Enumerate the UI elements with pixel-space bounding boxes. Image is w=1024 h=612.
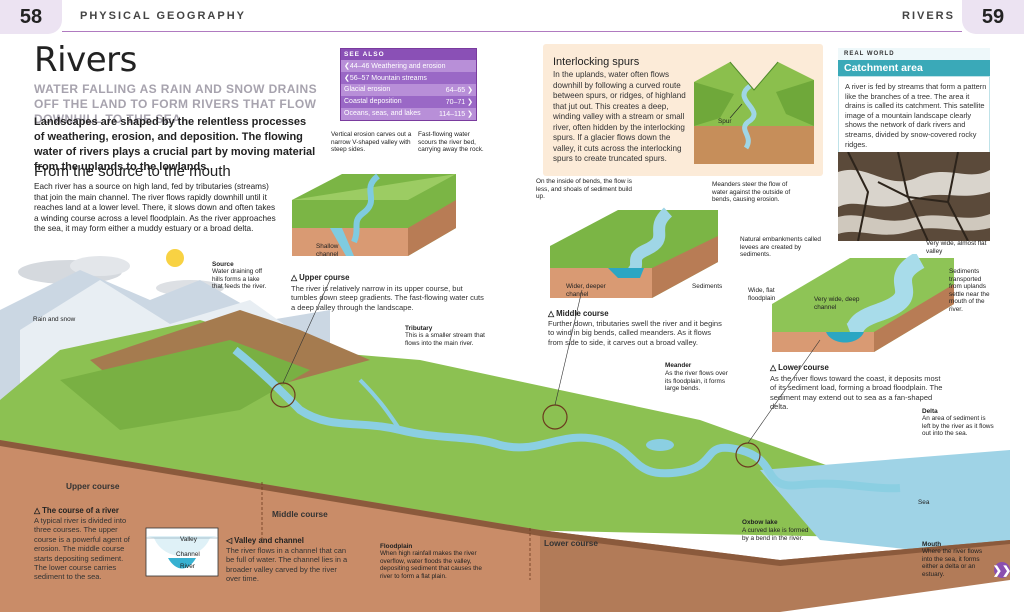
label-delta-text: An area of sediment is left by the river… — [922, 415, 994, 438]
spur-label: Spur — [718, 118, 732, 125]
middle-course-caption-heading: △ Middle course — [548, 309, 609, 318]
see-also-label: Glacial erosion — [344, 86, 391, 93]
label-meander-heading: Meander — [665, 362, 692, 369]
source-body: Each river has a source on high land, fe… — [34, 182, 276, 234]
label-wider-deeper: Wider, deeper channel — [566, 283, 606, 298]
next-page-icon[interactable]: ❯❯ — [993, 562, 1011, 578]
label-delta-heading: Delta — [922, 408, 938, 415]
label-tributary-text: This is a smaller stream that flows into… — [405, 332, 485, 347]
label-oxbow-text: A curved lake is formed by a bend in the… — [742, 527, 809, 542]
valley-caption: The river flows in a channel that can be… — [226, 546, 348, 584]
label-tributary-heading: Tributary — [405, 325, 433, 332]
left-section-title: PHYSICAL GEOGRAPHY — [80, 10, 246, 22]
upper-course-diagram — [292, 173, 456, 256]
spurs-heading: Interlocking spurs — [553, 56, 640, 68]
see-also-item[interactable]: Oceans, seas, and lakes 114–115 ❯ — [341, 108, 476, 120]
spurs-diagram — [694, 61, 814, 164]
label-rain-snow: Rain and snow — [33, 316, 76, 323]
course-caption: A typical river is divided into three co… — [34, 516, 130, 582]
label-sediments-transported: Sediments transported from uplands settl… — [949, 268, 990, 313]
middle-course-diagram — [550, 207, 718, 298]
see-also-heading: SEE ALSO — [341, 49, 476, 60]
upper-course-caption: The river is relatively narrow in its up… — [291, 284, 484, 312]
lower-course-caption: As the river flows toward the coast, it … — [770, 374, 943, 412]
label-river: River — [180, 563, 195, 570]
label-meanders-steer: Meanders steer the flow of water against… — [712, 181, 791, 204]
page-title: Rivers — [34, 40, 137, 80]
see-also-item[interactable]: ❮56–57 Mountain streams — [341, 72, 476, 84]
see-also-item[interactable]: Coastal deposition 70–71 ❯ — [341, 96, 476, 108]
see-also-label: Coastal deposition — [344, 98, 402, 105]
see-also-item[interactable]: ❮44–46 Weathering and erosion — [341, 60, 476, 72]
label-sea: Sea — [918, 499, 930, 506]
middle-course-caption: Further down, tributaries swell the rive… — [548, 319, 722, 347]
label-sediments: Sediments — [692, 283, 723, 290]
label-mouth-text: Where the river flows into the sea, it f… — [922, 548, 983, 578]
valley-channel-diagram — [145, 527, 219, 577]
label-source-heading: Source — [212, 261, 234, 268]
label-valley: Valley — [180, 536, 197, 543]
source-heading: From the source to the mouth — [34, 163, 231, 180]
label-floodplain-text: When high rainfall makes the river overf… — [380, 550, 482, 580]
label-meander-text: As the river flows over its floodplain, … — [665, 370, 728, 393]
label-oxbow-heading: Oxbow lake — [742, 519, 778, 526]
header-rule-right — [512, 0, 962, 32]
label-levees: Natural embankments called levees are cr… — [740, 236, 821, 259]
label-floodplain-heading: Floodplain — [380, 543, 413, 550]
right-page-number: 59 — [962, 0, 1024, 34]
label-very-wide-deep: Very wide, deep channel — [814, 296, 860, 311]
label-vertical-erosion: Vertical erosion carves out a narrow V-s… — [331, 131, 412, 154]
label-shallow-channel: Shallow channel — [316, 243, 339, 258]
see-also-box: SEE ALSO ❮44–46 Weathering and erosion ❮… — [340, 48, 477, 121]
river-landscape-illustration — [0, 249, 1010, 612]
upper-course-label: Upper course — [66, 481, 120, 491]
see-also-pages: 64–65 ❯ — [445, 87, 473, 94]
see-also-label: ❮56–57 Mountain streams — [344, 75, 427, 82]
see-also-label: ❮44–46 Weathering and erosion — [344, 63, 446, 70]
label-mouth-heading: Mouth — [922, 541, 942, 548]
middle-course-label: Middle course — [272, 509, 328, 519]
see-also-pages: 114–115 ❯ — [438, 111, 473, 118]
valley-caption-heading: ◁ Valley and channel — [226, 536, 304, 545]
label-source-text: Water draining off hills forms a lake th… — [212, 268, 267, 291]
right-section-title: RIVERS — [902, 10, 955, 22]
catchment-body: A river is fed by streams that form a pa… — [845, 82, 987, 149]
spurs-body: In the uplands, water often flows downhi… — [553, 70, 686, 163]
page-subtitle: WATER FALLING AS RAIN AND SNOW DRAINS OF… — [34, 82, 318, 126]
see-also-item[interactable]: Glacial erosion 64–65 ❯ — [341, 84, 476, 96]
label-wide-floodplain: Wide, flat floodplain — [748, 287, 776, 302]
left-page-number: 58 — [0, 0, 62, 34]
upper-course-caption-heading: △ Upper course — [291, 273, 350, 282]
see-also-label: Oceans, seas, and lakes — [344, 110, 421, 117]
lower-course-diagram — [772, 254, 954, 352]
label-channel: Channel — [176, 551, 200, 558]
label-inside-bends: On the inside of bends, the flow is less… — [536, 178, 632, 201]
label-very-wide-flat: Very wide, almost flat valley — [926, 240, 987, 255]
header-rule-left — [62, 0, 512, 32]
catchment-heading: Catchment area — [838, 60, 990, 76]
lower-course-label: Lower course — [544, 538, 598, 548]
see-also-pages: 70–71 ❯ — [445, 99, 473, 106]
intro-text: Landscapes are shaped by the relentless … — [34, 116, 316, 173]
satellite-image — [838, 152, 990, 241]
label-fast-flowing: Fast-flowing water scours the river bed,… — [418, 131, 484, 154]
lower-course-caption-heading: △ Lower course — [770, 363, 829, 372]
real-world-tag: REAL WORLD — [838, 48, 990, 60]
course-caption-heading: △ The course of a river — [34, 506, 119, 515]
